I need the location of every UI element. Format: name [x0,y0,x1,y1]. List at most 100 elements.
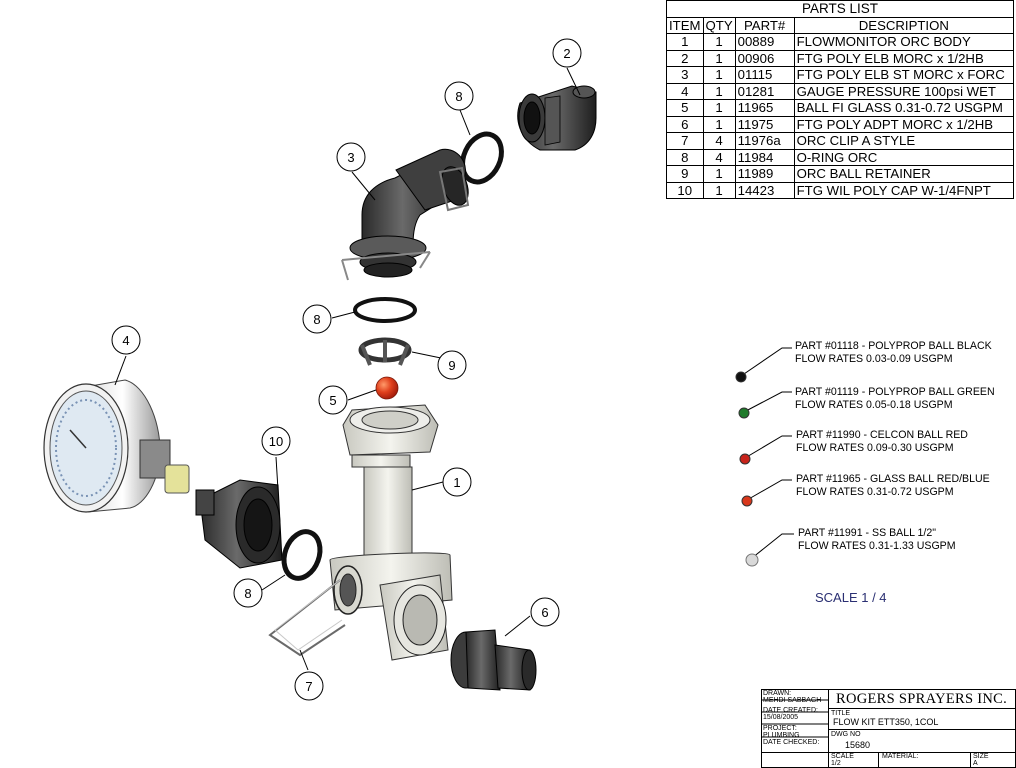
balloon-3: 3 [336,142,366,172]
cell-part: 11975 [734,115,795,133]
svg-text:8: 8 [455,89,462,104]
ball-note: PART #11991 - SS BALL 1/2"FLOW RATES 0.3… [798,527,956,553]
ball-swatch-red [739,453,751,465]
ball-note-part: PART #01118 - POLYPROP BALL BLACK [795,340,992,352]
part-5-glass-ball [375,376,399,400]
title-value: FLOW KIT ETT350, 1COL [833,717,939,727]
cell-part: 01281 [734,82,795,100]
cell-item: 6 [666,115,704,133]
parts-list-title-row: PARTS LIST [666,0,1014,18]
part-4-pressure-gauge [43,379,190,513]
cell-qty: 1 [702,181,736,199]
cell-part: 14423 [734,181,795,199]
part-8-oring-middle [353,297,417,323]
cell-description: FTG POLY ELB MORC x 1/2HB [793,49,1015,67]
material-label: MATERIAL: [882,753,919,760]
ball-note-flow-rate: FLOW RATES 0.31-1.33 USGPM [798,540,956,552]
cell-qty: 1 [702,49,736,67]
ball-note-part: PART #11965 - GLASS BALL RED/BLUE [796,473,990,485]
date-created-value: 15/08/2005 [763,714,799,721]
cell-description: BALL FI GLASS 0.31-0.72 USGPM [793,99,1015,117]
dwg-no-label: DWG NO [831,731,861,738]
project-value: PLUMBING [763,732,800,739]
ball-note-leader-lines [740,347,794,559]
svg-text:4: 4 [122,333,129,348]
part-9-ball-retainer [358,337,412,366]
cell-item: 2 [666,49,704,67]
balloon-4: 4 [111,325,141,355]
part-3-elbow-fitting [341,148,470,281]
cell-qty: 1 [702,115,736,133]
balloon-7: 7 [294,671,324,701]
ball-note-flow-rate: FLOW RATES 0.05-0.18 USGPM [795,399,953,411]
header-description: DESCRIPTION [793,16,1015,34]
part-6-adapter-fitting [450,629,537,691]
cell-description: FTG WIL POLY CAP W-1/4FNPT [793,181,1015,199]
balloon-10: 10 [261,426,291,456]
cell-part: 11989 [734,165,795,183]
cell-description: GAUGE PRESSURE 100psi WET [793,82,1015,100]
cell-item: 7 [666,132,704,150]
svg-text:2: 2 [563,46,570,61]
cell-item: 1 [666,33,704,51]
balloon-8-bottom: 8 [233,578,263,608]
dwg-no-value: 15680 [845,740,871,750]
cell-part: 00889 [734,33,795,51]
scale-value: 1/2 [831,760,841,767]
size-value: A [973,760,978,767]
balloon-5: 5 [318,385,348,415]
title-label: TITLE [831,710,851,717]
part-8-oring-bottom [281,529,323,581]
parts-list-header-row: ITEM QTY PART# DESCRIPTION [666,16,1015,34]
scale-note: SCALE 1 / 4 [815,590,887,605]
balloon-2: 2 [552,38,582,68]
cell-item: 5 [666,99,704,117]
ball-swatch-black [735,371,747,383]
svg-text:9: 9 [448,358,455,373]
part-10-cap-fitting [195,479,283,569]
svg-text:8: 8 [244,586,251,601]
cell-qty: 1 [702,66,736,84]
cell-part: 01115 [734,66,795,84]
header-item: ITEM [666,16,704,34]
svg-text:3: 3 [347,150,354,165]
svg-text:1: 1 [453,475,460,490]
title-block: DRAWN: MEHDI SABBAGH DATE CREATED: 15/08… [761,689,1016,768]
parts-list-title: PARTS LIST [666,0,1014,18]
cell-item: 10 [666,181,704,199]
cell-qty: 4 [702,132,736,150]
ball-note-part: PART #11990 - CELCON BALL RED [796,429,968,441]
cell-item: 4 [666,82,704,100]
header-qty: QTY [702,16,736,34]
cell-qty: 1 [702,165,736,183]
ball-note-part: PART #11991 - SS BALL 1/2" [798,527,937,539]
cell-qty: 1 [702,33,736,51]
balloon-6: 6 [530,597,560,627]
drawn-value: MEHDI SABBAGH [763,697,822,704]
cell-description: FTG POLY ELB ST MORC x FORC [793,66,1015,84]
header-part: PART# [734,16,795,34]
part-8-oring-top [460,131,504,185]
svg-text:10: 10 [269,434,283,449]
cell-qty: 1 [702,82,736,100]
cell-description: FLOWMONITOR ORC BODY [793,33,1015,51]
balloon-8-middle: 8 [302,304,332,334]
cell-qty: 1 [702,99,736,117]
part-7-orc-clip [268,579,346,657]
part-1-flowmonitor-body [329,404,453,661]
svg-text:6: 6 [541,605,548,620]
part-2-elbow-fitting [517,85,597,151]
cell-description: O-RING ORC [793,148,1015,166]
